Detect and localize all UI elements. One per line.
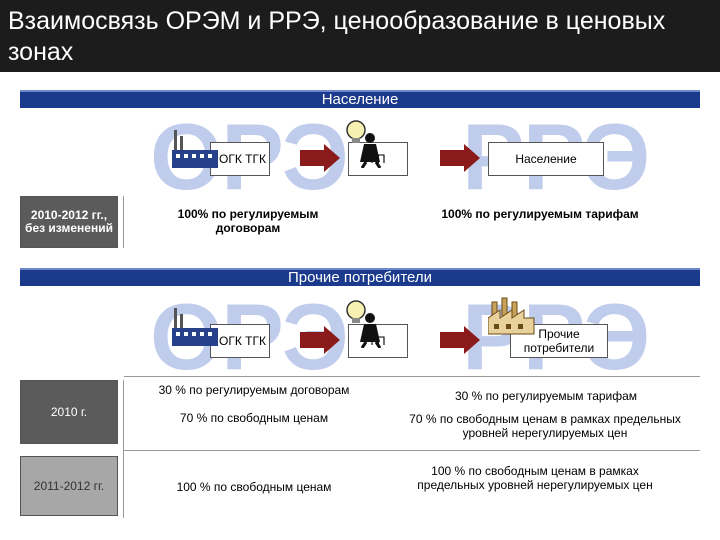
factory-icon <box>488 297 535 335</box>
row1-left-2: 70 % по свободным ценам <box>179 411 329 425</box>
band-population: Население <box>20 90 700 108</box>
arrow-right-icon <box>440 144 480 172</box>
period-2010-2012: 2010-2012 гг., без изменений <box>20 196 118 248</box>
row1-right-1: 30 % по регулируемым тарифам <box>454 389 638 403</box>
row1-right-2: 70 % по свободным ценам в рамках предель… <box>409 412 681 440</box>
person-bulb-icon <box>346 300 382 348</box>
consumer-box-other: Прочие потребители <box>510 324 608 358</box>
row-divider <box>124 376 700 377</box>
column-divider <box>123 196 124 248</box>
row-divider <box>124 450 700 451</box>
band-other-consumers: Прочие потребители <box>20 268 700 286</box>
row1-left-1: 30 % по регулируемым договорам <box>158 383 350 397</box>
page-title: Взаимосвязь ОРЭМ и РРЭ, ценообразование … <box>0 0 720 72</box>
period-2010: 2010 г. <box>20 380 118 444</box>
reg-contracts-text: 100% по регулируемым договорам <box>177 207 319 235</box>
arrow-right-icon <box>300 326 340 354</box>
power-plant-icon <box>172 130 218 168</box>
person-bulb-icon <box>346 120 382 168</box>
gen-box-population: ОГК ТГК <box>210 142 270 176</box>
row2-left: 100 % по свободным ценам <box>176 480 332 494</box>
consumer-box-population: Население <box>488 142 604 176</box>
period-2011-2012: 2011-2012 гг. <box>20 456 118 516</box>
arrow-right-icon <box>440 326 480 354</box>
arrow-right-icon <box>300 144 340 172</box>
reg-tariffs-text: 100% по регулируемым тарифам <box>441 207 639 221</box>
power-plant-icon <box>172 308 218 346</box>
column-divider <box>123 380 124 518</box>
row2-right: 100 % по свободным ценам в рамках предел… <box>417 464 653 492</box>
gen-box-other: ОГК ТГК <box>210 324 270 358</box>
